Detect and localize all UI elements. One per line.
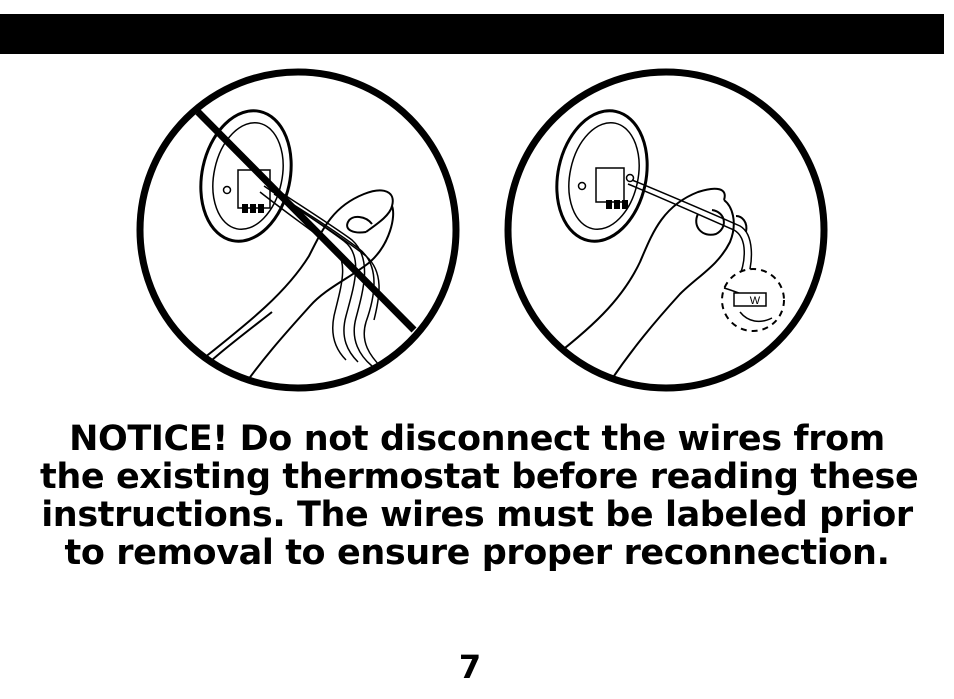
- prohibited-icon: [136, 68, 460, 392]
- header-bar: [0, 14, 944, 54]
- notice-line: to removal to ensure proper reconnection…: [64, 533, 890, 573]
- notice-line: NOTICE! Do not disconnect the wires from: [69, 419, 885, 459]
- notice-line: the existing thermostat before reading t…: [40, 457, 919, 497]
- hand-labeling-wire-drawing: [541, 109, 753, 388]
- page-number: 7: [458, 648, 482, 686]
- wire-label: W: [750, 295, 761, 307]
- frame-circle: [504, 68, 828, 392]
- hand-pulling-wires-drawing: [173, 109, 395, 388]
- illustration-label-wires: W: [504, 68, 828, 392]
- wire-tag: [733, 292, 767, 307]
- illustration-do-not-disconnect: [136, 68, 460, 392]
- notice-line: instructions. The wires must be labeled …: [41, 495, 913, 535]
- notice-text: NOTICE! Do not disconnect the wires from…: [40, 419, 919, 573]
